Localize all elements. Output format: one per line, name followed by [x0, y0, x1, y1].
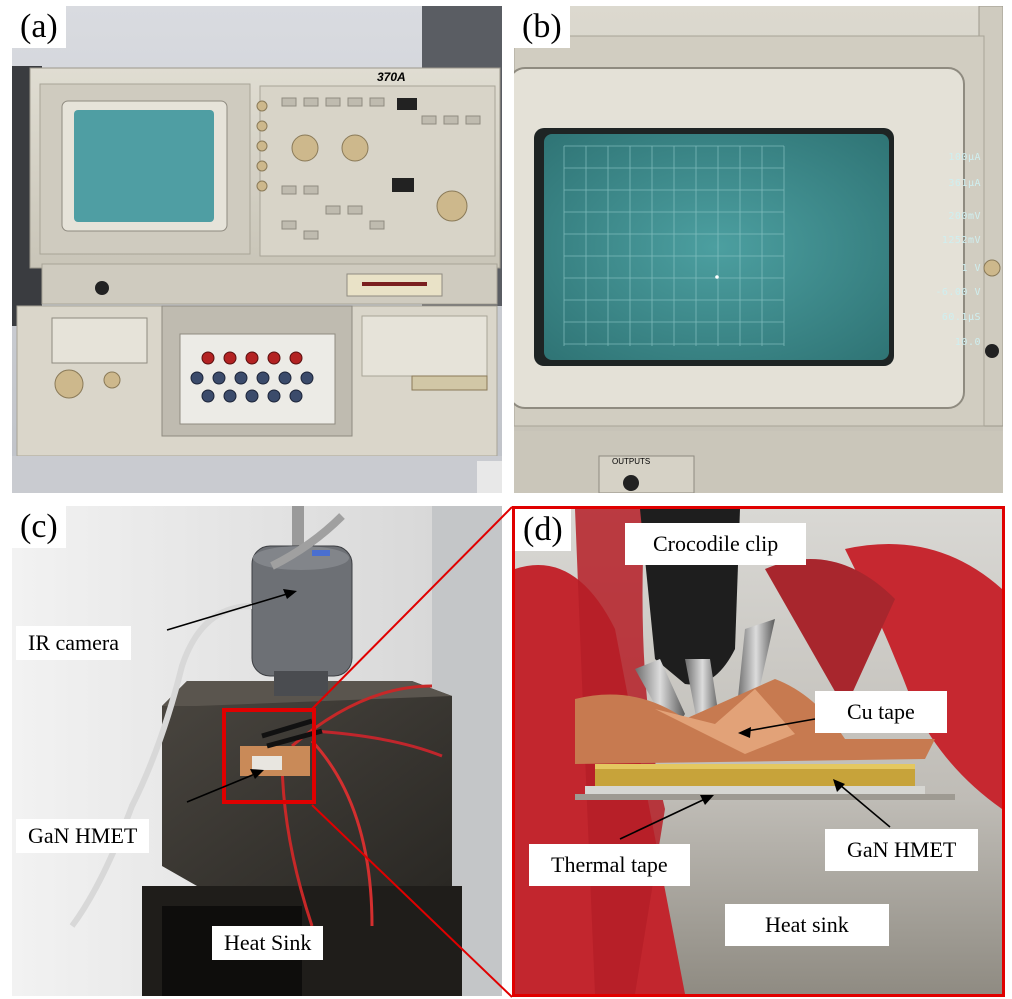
outputs-label: OUTPUTS	[612, 457, 651, 466]
readout-1: 100μA	[948, 152, 981, 163]
ir-camera-arrow	[166, 589, 297, 631]
scope-display-photo	[514, 6, 1003, 493]
instrument-model-text: 370A	[377, 70, 406, 84]
zoom-frame	[222, 708, 316, 804]
panel-d-label: (d)	[515, 509, 571, 551]
cu-tape-callout: Cu tape	[815, 691, 947, 733]
panel-c: IR camera GaN HMET Heat Sink (c)	[12, 506, 502, 996]
heat-sink-callout-d: Heat sink	[725, 904, 889, 946]
readout-2: 361μA	[948, 178, 981, 189]
gan-hemt-arrow-d	[833, 779, 891, 828]
gan-hemt-callout-c: GaN HMET	[16, 819, 150, 853]
readout-4: 1252mV	[941, 235, 981, 246]
thermal-tape-arrow	[619, 795, 714, 840]
panel-a-label: (a)	[12, 6, 66, 48]
thermal-tape-callout: Thermal tape	[529, 844, 690, 886]
heat-sink-callout-c: Heat Sink	[212, 926, 324, 960]
panel-b: 100μA 361μA 200mV 1252mV 1 V -6.00 V 60.…	[514, 6, 1003, 493]
gan-hemt-arrow-c	[186, 769, 264, 803]
gan-hemt-callout-d: GaN HMET	[825, 829, 979, 871]
cu-tape-arrow	[738, 718, 816, 738]
ir-camera-callout: IR camera	[16, 626, 131, 660]
readout-3: 200mV	[948, 211, 981, 222]
panel-d: Crocodile clip Cu tape Thermal tape GaN …	[512, 506, 1005, 997]
crocodile-clip-callout: Crocodile clip	[625, 523, 807, 565]
readout-7: 60.1μS	[941, 312, 981, 323]
readout-8: 10.0	[954, 337, 981, 348]
setup-photo	[12, 506, 502, 996]
panel-b-label: (b)	[514, 6, 570, 48]
panel-a: 370A (a)	[12, 6, 502, 493]
curve-tracer-photo	[12, 6, 502, 493]
readout-6: -6.00 V	[935, 287, 981, 298]
readout-5: 1 V	[961, 263, 981, 274]
panel-c-label: (c)	[12, 506, 66, 548]
